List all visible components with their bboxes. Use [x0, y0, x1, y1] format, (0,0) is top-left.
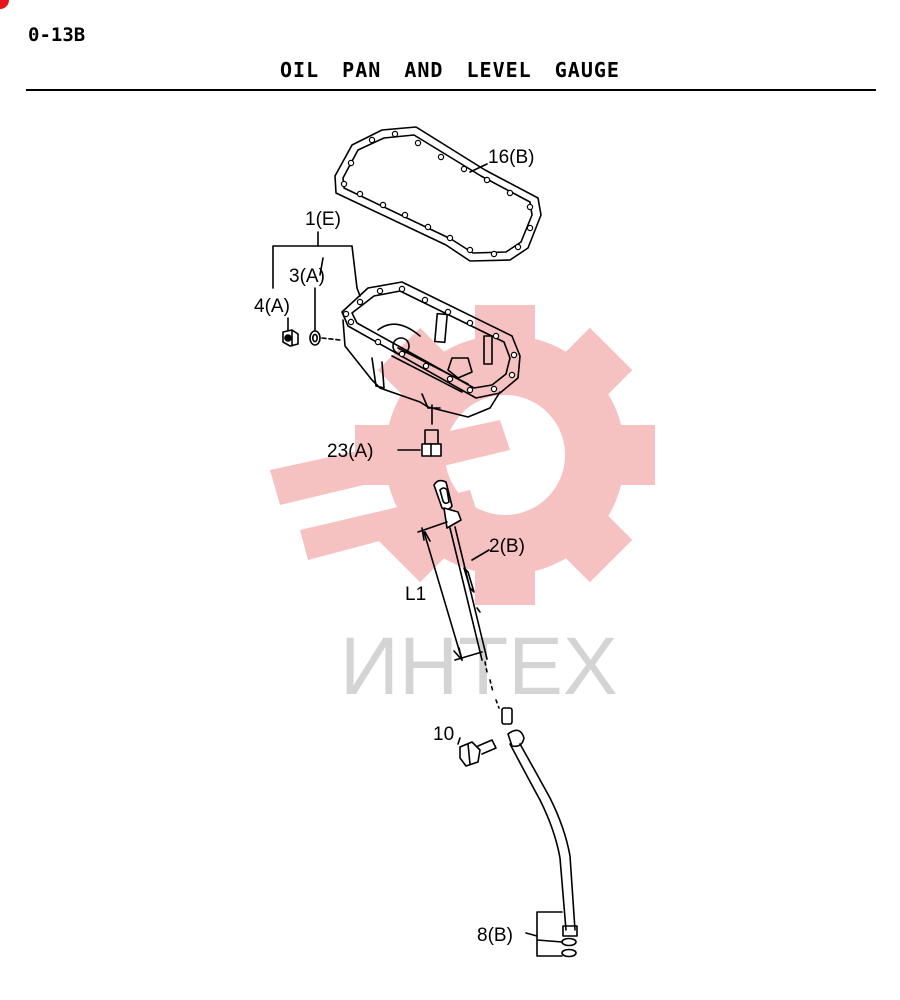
callout-8b: 8(B)	[477, 925, 513, 946]
callout-4a: 4(A)	[254, 296, 290, 317]
title-divider	[26, 89, 876, 91]
guide-bolt	[457, 737, 497, 767]
guide-tube	[501, 707, 578, 937]
length-dimension	[417, 521, 483, 661]
callout-16b: 16(B)	[488, 147, 534, 168]
dipstick	[433, 479, 500, 709]
callout-3a: 3(A)	[289, 266, 325, 287]
callout-10: 10	[433, 724, 454, 745]
o-rings	[525, 911, 577, 958]
callout-1e: 1(E)	[305, 209, 341, 230]
callout-2b: 2(B)	[489, 536, 525, 557]
oil-pan-gasket	[334, 126, 542, 262]
page-title: OIL PAN AND LEVEL GAUGE	[280, 58, 620, 82]
pan-bolt	[397, 429, 442, 457]
oil-pan	[341, 281, 521, 425]
corner-badge-icon	[0, 0, 9, 9]
page-code: 0-13B	[28, 24, 86, 46]
drain-plug	[282, 317, 299, 347]
callout-l1: L1	[405, 584, 426, 605]
watermark-text: ИНТЕХ	[340, 621, 618, 712]
kit-bracket	[272, 231, 361, 297]
drain-washer	[309, 287, 341, 346]
callout-23a: 23(A)	[327, 441, 373, 462]
